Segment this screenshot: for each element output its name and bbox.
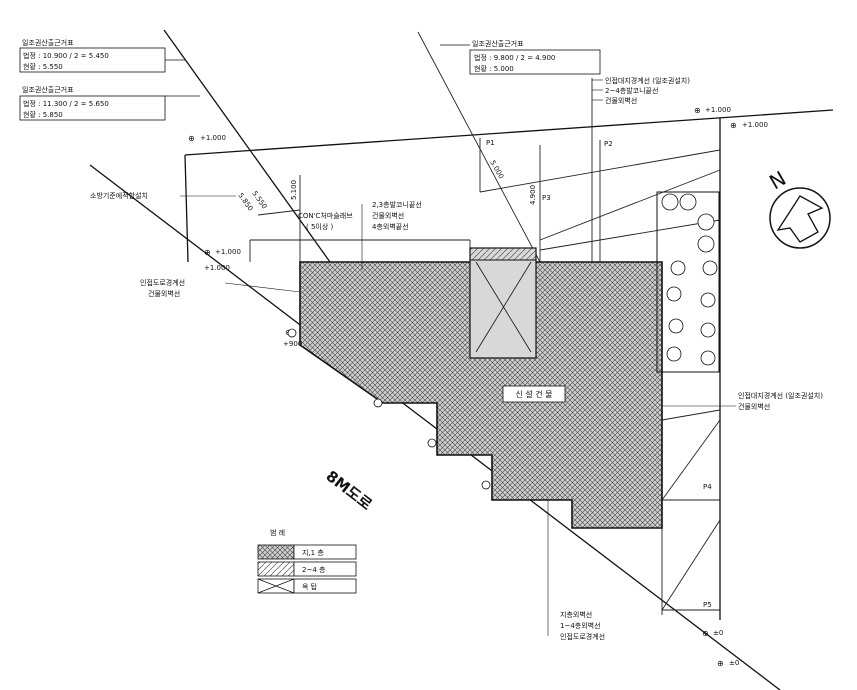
level-label: +1.000 xyxy=(705,106,731,114)
level-mark-icon: ⊕ xyxy=(694,106,701,115)
level-mark-icon: ⊕ xyxy=(730,121,737,130)
road-label: 8M도로 xyxy=(323,467,376,514)
point-label: P1 xyxy=(486,139,495,147)
legend-label: 2~4 층 xyxy=(302,565,326,574)
callout-box-1: 일조권산출근거표 법정 : 10.900 / 2 = 5.450 현황 : 5.… xyxy=(19,38,186,73)
callout-title: 일조권산출근거표 xyxy=(472,39,524,48)
rooftop-cross-2 xyxy=(475,261,532,353)
annotation-text: 인접도로경계선 xyxy=(140,278,185,287)
point-label: P2 xyxy=(604,140,613,148)
callout-line: 법정 : 11.300 / 2 = 5.650 xyxy=(23,99,109,108)
dimension-label: 5.100 xyxy=(290,180,298,200)
annotation-text: 소방기준에적합설치 xyxy=(90,191,148,200)
annotation-text: 건물외벽선 xyxy=(148,289,180,298)
level-label: +900 xyxy=(283,340,302,348)
annotation-text: ( 5이상 ) xyxy=(306,222,334,231)
site-boundary xyxy=(184,109,834,620)
tree-icon xyxy=(666,286,682,302)
legend-title: 범 례 xyxy=(270,528,285,537)
north-arrow-icon xyxy=(776,195,824,243)
tree-icon xyxy=(700,350,716,366)
level-label: ±0 xyxy=(729,659,739,667)
tree-icon xyxy=(697,213,715,231)
annotation-text: 건물외벽선 xyxy=(605,96,637,105)
level-mark-icon: ⊕ xyxy=(702,629,709,638)
station-marker-icon xyxy=(373,398,383,408)
station-marker-icon xyxy=(427,438,437,448)
station-marker-icon xyxy=(287,328,297,338)
legend-label: 지,1 층 xyxy=(302,548,324,557)
callout-box-3: 일조권산출근거표 법정 : 9.800 / 2 = 4.900 현황 : 5.0… xyxy=(440,39,601,75)
tree-icon xyxy=(697,235,715,253)
level-mark-icon: ⊕ xyxy=(204,248,211,257)
building-label-box xyxy=(502,385,566,403)
callout-line: 현황 : 5.850 xyxy=(23,110,63,119)
callout-line: 법정 : 9.800 / 2 = 4.900 xyxy=(474,53,555,62)
callout-line: 현황 : 5.550 xyxy=(23,62,63,71)
level-label: +1.000 xyxy=(200,134,226,142)
annotation-text: 1~4층외벽선 xyxy=(560,621,601,630)
legend-label: 옥 탑 xyxy=(302,583,318,591)
annotation-text: 2,3층발코니끝선 xyxy=(372,200,422,209)
tree-icon xyxy=(700,292,716,308)
road-markers xyxy=(287,328,491,490)
level-label: +1.000 xyxy=(742,121,768,129)
road-edges xyxy=(89,29,781,690)
point-label: P3 xyxy=(542,194,551,202)
annotation-text: 인접도로경계선 xyxy=(560,632,605,641)
annotation-text: 인접대지경계선 (일조권설치) xyxy=(738,391,823,400)
annotation-text: 2~4층발코니끝선 xyxy=(605,86,658,95)
annotation-text: 4층외벽끝선 xyxy=(372,222,409,231)
level-mark-icon: ⊕ xyxy=(717,659,724,668)
north-arrow: N xyxy=(765,166,831,249)
building-footprint xyxy=(299,261,663,529)
annotation-text: 지층외벽선 xyxy=(560,610,592,619)
annotation-text: CON'C처마슬래브 xyxy=(298,211,353,220)
tree-icon xyxy=(702,260,718,276)
callout-title: 일조권산출근거표 xyxy=(22,38,74,47)
tree-icon xyxy=(661,193,679,211)
legend: 범 례 지,1 층 2~4 층 옥 탑 xyxy=(257,528,357,594)
legend-swatch-2 xyxy=(257,561,295,577)
legend-swatch-1 xyxy=(257,544,295,560)
level-label: +1.000 xyxy=(204,264,230,272)
callout-title: 일조권산출근거표 xyxy=(22,85,74,94)
annotation-labels: 인접대지경계선 (일조권설치) 2~4층발코니끝선 건물외벽선 2,3층발코니끝… xyxy=(90,76,823,641)
building-label: 신 설 건 물 xyxy=(515,389,552,399)
north-label: N xyxy=(765,166,790,194)
annotation-text: 건물외벽선 xyxy=(738,402,770,411)
level-mark-icon: ⊕ xyxy=(188,134,195,143)
rooftop-structure xyxy=(469,247,537,359)
callout-line: 법정 : 10.900 / 2 = 5.450 xyxy=(23,51,109,60)
tree-icon xyxy=(679,193,697,211)
level-label: ±0 xyxy=(713,629,723,637)
tree-group xyxy=(661,193,718,366)
tree-icon xyxy=(670,260,686,276)
station-marker-icon xyxy=(481,480,491,490)
annotation-text: 건물외벽선 xyxy=(372,211,404,220)
landscape-area xyxy=(656,191,720,373)
tree-icon xyxy=(666,346,682,362)
tree-icon xyxy=(700,322,716,338)
annotation-text: 인접대지경계선 (일조권설치) xyxy=(605,76,690,85)
point-label: P5 xyxy=(703,601,712,609)
point-label: P4 xyxy=(703,483,712,491)
callout-line: 현황 : 5.000 xyxy=(474,64,514,73)
rooftop-top-band xyxy=(469,247,537,261)
callout-box-2: 일조권산출근거표 법정 : 11.300 / 2 = 5.650 현황 : 5.… xyxy=(19,85,200,121)
dimension-label: 4.900 xyxy=(529,185,537,205)
tree-icon xyxy=(668,318,684,334)
level-label: +1.000 xyxy=(215,248,241,256)
point-labels: P1 P2 P3 P4 P5 xyxy=(486,139,712,609)
